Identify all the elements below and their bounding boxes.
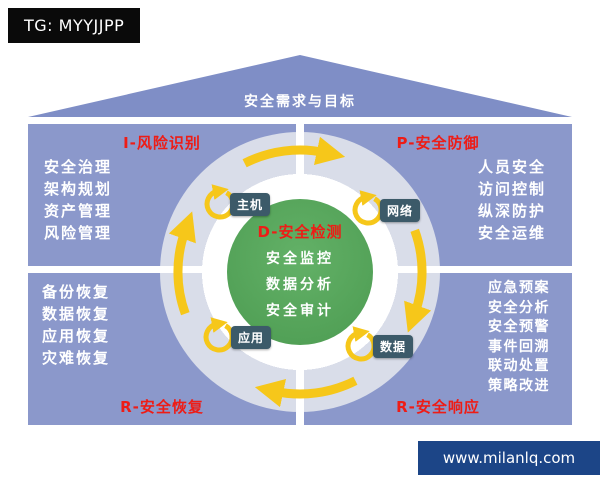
center-item: 安全审计 (266, 302, 334, 319)
list-item: 数据恢复 (42, 305, 111, 323)
quadrant-title: R-安全恢复 (120, 398, 204, 416)
quadrant-items: 安全治理 架构规划 资产管理 风险管理 (44, 156, 112, 244)
site-watermark: www.milanlq.com (418, 441, 600, 475)
list-item: 灾难恢复 (42, 349, 111, 367)
tg-watermark-badge: TG: MYYJJPP (8, 8, 141, 43)
quadrant-items: 备份恢复 数据恢复 应用恢复 灾难恢复 (42, 281, 110, 369)
list-item: 应用恢复 (42, 327, 111, 345)
center-item: 数据分析 (266, 276, 334, 293)
list-item: 安全治理 (44, 158, 113, 176)
list-item: 安全运维 (477, 224, 546, 242)
ring-label-data: 数据 (373, 335, 414, 358)
quadrant-title: R-安全响应 (396, 398, 480, 416)
center-item: 安全监控 (266, 250, 334, 267)
roof-banner: 安全需求与目标 (28, 55, 572, 117)
center-detection-circle: D-安全检测 安全监控 数据分析 安全审计 (227, 199, 373, 345)
list-item: 应急预案 (488, 280, 550, 296)
quadrant-title: P-安全防御 (396, 134, 480, 152)
list-item: 人员安全 (477, 158, 546, 176)
list-item: 风险管理 (44, 224, 113, 242)
list-item: 架构规划 (44, 180, 113, 198)
list-item: 策略改进 (488, 377, 550, 394)
list-item: 事件回溯 (488, 338, 550, 355)
ring-label-app: 应用 (231, 326, 272, 349)
list-item: 资产管理 (44, 202, 113, 220)
list-item: 安全预警 (488, 319, 550, 335)
list-item: 安全分析 (488, 299, 550, 316)
ring-label-host: 主机 (230, 193, 271, 216)
list-item: 联动处置 (488, 358, 550, 374)
list-item: 访问控制 (477, 180, 546, 198)
quadrant-items: 人员安全 访问控制 纵深防护 安全运维 (478, 156, 546, 244)
roof-title: 安全需求与目标 (244, 94, 356, 110)
list-item: 备份恢复 (42, 283, 111, 301)
center-title: D-安全检测 (257, 222, 343, 241)
ring-label-network: 网络 (380, 199, 421, 222)
quadrant-items: 应急预案 安全分析 安全预警 事件回溯 联动处置 策略改进 (488, 279, 550, 396)
list-item: 纵深防护 (477, 202, 546, 220)
quadrant-title: I-风险识别 (123, 134, 201, 152)
